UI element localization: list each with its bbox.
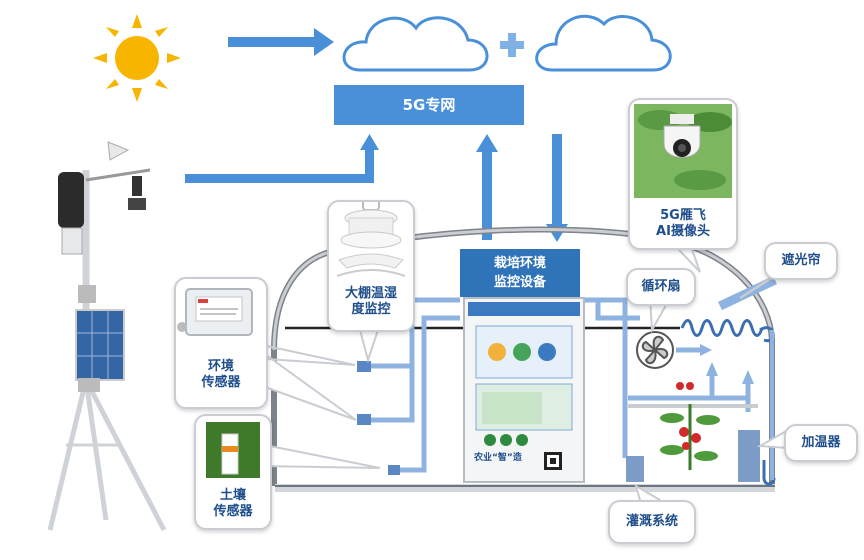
env-sensor-callout: 环境 传感器	[174, 277, 268, 409]
greenhouse-floor	[275, 484, 775, 492]
greenhouse-arch	[271, 226, 775, 486]
fan-callout: 循环扇	[626, 268, 696, 306]
irrigation-callout: 灌溉系统	[608, 500, 696, 544]
greenhouse-sensor-callout: 大棚温湿 度监控	[327, 199, 415, 332]
temperature-humidity-sensor-icon	[336, 199, 406, 277]
irrigation-unit	[626, 456, 644, 482]
cloud-icon-right	[535, 14, 672, 72]
uplink-arrow	[185, 134, 379, 183]
env-sensor-line2: 传感器	[201, 375, 241, 390]
sunlight-arrow	[228, 28, 334, 56]
irrigation-label: 灌溉系统	[625, 514, 678, 529]
sensor-pipes	[364, 297, 640, 473]
soil-sensor-icon	[206, 422, 260, 478]
sensor-node-3	[388, 465, 400, 475]
env-sensor-line1: 环境	[207, 359, 234, 374]
monitor-label-line2: 监控设备	[493, 275, 546, 290]
monitor-label-box: 栽培环境 监控设备	[460, 249, 580, 297]
greenhouse-sensor-line1: 大棚温湿	[344, 286, 397, 301]
5g-network-banner: 5G专网	[334, 85, 524, 125]
soil-sensor-line2: 传感器	[213, 504, 253, 519]
heater-label: 加温器	[801, 435, 841, 450]
circulating-fan-icon	[636, 331, 674, 369]
shade-curtain-spring	[680, 319, 764, 337]
monitor-label-line1: 栽培环境	[493, 256, 546, 271]
greenhouse-sensor-line2: 度监控	[351, 302, 391, 317]
monitor-panel-text: 农业“智”造	[474, 453, 522, 463]
weather-station-icon	[47, 141, 167, 532]
fan-label: 循环扇	[641, 279, 681, 294]
tomato-plant-icon	[660, 382, 720, 470]
sensor-node-1	[357, 361, 371, 372]
5g-network-title: 5G专网	[402, 96, 456, 114]
heater-callout: 加温器	[784, 424, 858, 462]
sensor-node-2	[357, 414, 371, 425]
monitor-uplink-arrow	[476, 134, 498, 240]
monitor-downlink-arrow	[546, 134, 568, 242]
camera-line1: 5G雁飞	[660, 208, 706, 223]
environment-sensor-icon	[177, 288, 253, 336]
plus-icon	[500, 33, 524, 57]
camera-callout: 5G雁飞 AI摄像头	[628, 98, 738, 250]
cloud-icon-left	[342, 16, 489, 72]
camera-line2: AI摄像头	[656, 224, 710, 239]
ai-camera-icon	[634, 104, 732, 198]
soil-sensor-callout: 土壤 传感器	[194, 414, 272, 530]
shade-label: 遮光帘	[781, 253, 821, 268]
heater-unit	[738, 430, 760, 482]
monitor-cabinet	[463, 297, 585, 483]
shade-callout: 遮光帘	[764, 242, 838, 280]
soil-sensor-line1: 土壤	[219, 488, 246, 503]
sun-icon	[93, 14, 181, 102]
